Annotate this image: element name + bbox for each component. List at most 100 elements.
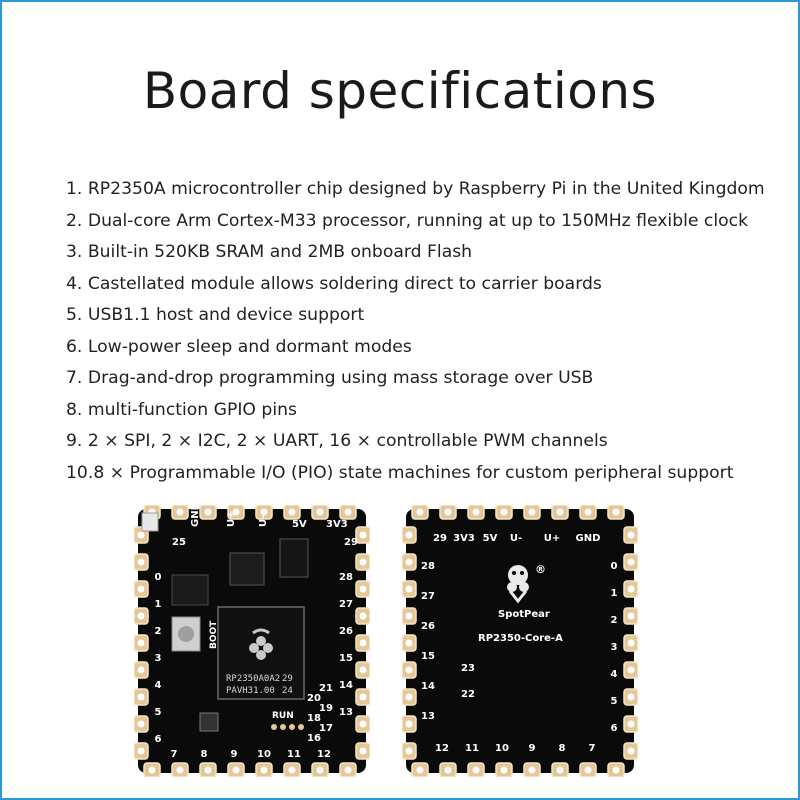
pin-number-label: 3	[155, 653, 162, 664]
spec-list: 1. RP2350A microcontroller chip designed…	[66, 176, 765, 491]
pad-hole	[584, 508, 592, 516]
chip-marking-num-2: 24	[282, 686, 293, 696]
pad-hole	[612, 766, 620, 774]
pad-hole	[627, 612, 635, 620]
pin-number-label: U+	[544, 533, 561, 544]
pad-hole	[405, 720, 413, 728]
pin-number-label: 6	[155, 734, 162, 745]
pad-hole	[556, 508, 564, 516]
pad-hole	[137, 720, 145, 728]
pad-hole	[500, 766, 508, 774]
pin-number-label: 4	[155, 680, 162, 691]
registered-mark: ®	[535, 563, 546, 576]
brand-name: SpotPear	[498, 609, 550, 620]
pin-number-label: 18	[307, 713, 321, 724]
pad-hole	[359, 558, 367, 566]
pad-hole	[612, 508, 620, 516]
pin-number-label: 11	[287, 749, 301, 760]
pad-hole	[627, 720, 635, 728]
pad-hole	[260, 766, 268, 774]
spec-item: 8. multi-function GPIO pins	[66, 399, 297, 420]
pin-number-label: 4	[611, 669, 618, 680]
pin-number-label: 27	[421, 591, 435, 602]
pad-hole	[416, 766, 424, 774]
pin-number-label: 28	[339, 572, 353, 583]
pad-hole	[627, 531, 635, 539]
pad-hole	[137, 666, 145, 674]
pad-hole	[176, 766, 184, 774]
test-pads	[271, 724, 304, 730]
spec-item: 4. Castellated module allows soldering d…	[66, 273, 602, 294]
pad-hole	[316, 508, 324, 516]
pin-number-label: 17	[319, 723, 333, 734]
front-label-3v3: 3V3	[326, 519, 348, 530]
pin-number-label: 27	[339, 599, 353, 610]
pad-hole	[260, 508, 268, 516]
pin-number-label: 19	[319, 703, 333, 714]
chip-marking-num-1: 29	[282, 674, 293, 684]
pad-hole	[137, 585, 145, 593]
pad-hole	[176, 508, 184, 516]
pad-hole	[359, 720, 367, 728]
pin-number-label: 10	[495, 743, 509, 754]
boot-button-cap	[178, 626, 194, 642]
pad-hole	[627, 747, 635, 755]
pad-hole	[344, 766, 352, 774]
pad-hole	[405, 558, 413, 566]
board-front-illustration: RP2350A0A2 29 PAVH31.00 24 GND U+ U- 5V …	[133, 502, 371, 778]
front-label-25: 25	[172, 537, 186, 548]
board-front-photo: RP2350A0A2 29 PAVH31.00 24 GND U+ U- 5V …	[133, 502, 371, 778]
spec-item: 10.8 × Programmable I/O (PIO) state mach…	[66, 462, 734, 483]
pin-number-label: 13	[421, 711, 435, 722]
flash-chip	[229, 552, 265, 586]
pad-hole	[472, 508, 480, 516]
pin-number-label: 2	[611, 615, 618, 626]
pad-hole	[359, 612, 367, 620]
rgb-led	[141, 512, 159, 532]
pin-number-label: 3V3	[453, 533, 475, 544]
pad-hole	[405, 531, 413, 539]
castellated-pads-back	[401, 504, 639, 778]
pin-number-label: 20	[307, 693, 321, 704]
pad-hole	[137, 639, 145, 647]
pin-number-label: 0	[155, 572, 162, 583]
pad-hole	[148, 766, 156, 774]
pin-number-label: 2	[155, 626, 162, 637]
pin-number-label: 8	[201, 749, 208, 760]
pad-hole	[137, 558, 145, 566]
pad-hole	[627, 666, 635, 674]
pad-hole	[627, 585, 635, 593]
pad-hole	[232, 508, 240, 516]
pin-number-label: 7	[589, 743, 596, 754]
pad-hole	[627, 693, 635, 701]
spec-item: 2. Dual-core Arm Cortex-M33 processor, r…	[66, 210, 749, 231]
pad-hole	[584, 766, 592, 774]
chip-marking-1: RP2350A0A2	[226, 674, 280, 684]
front-label-uminus: U-	[258, 515, 269, 527]
pad-hole	[444, 766, 452, 774]
pin-number-label: 9	[231, 749, 238, 760]
front-label-29: 29	[344, 537, 358, 548]
pin-number-label: 13	[339, 707, 353, 718]
model-name: RP2350-Core-A	[478, 633, 563, 644]
spec-item: 9. 2 × SPI, 2 × I2C, 2 × UART, 16 × cont…	[66, 431, 608, 451]
pad-hole	[405, 585, 413, 593]
spec-item: 6. Low-power sleep and dormant modes	[66, 336, 412, 357]
pin-number-label: 1	[155, 599, 162, 610]
pad-hole	[405, 693, 413, 701]
pin-number-label: 26	[339, 626, 353, 637]
pin-number-label: 8	[559, 743, 566, 754]
pin-number-label: 15	[339, 653, 353, 664]
pad-hole	[232, 766, 240, 774]
pin-number-label: 12	[317, 749, 331, 760]
pin-number-label: 0	[611, 561, 618, 572]
pad-hole	[405, 666, 413, 674]
spec-item: 3. Built-in 520KB SRAM and 2MB onboard F…	[66, 242, 473, 262]
raspberry-logo-icon	[249, 628, 273, 660]
castellated-pads-front	[133, 504, 371, 778]
pad-hole	[137, 531, 145, 539]
pin-number-label: 10	[257, 749, 271, 760]
